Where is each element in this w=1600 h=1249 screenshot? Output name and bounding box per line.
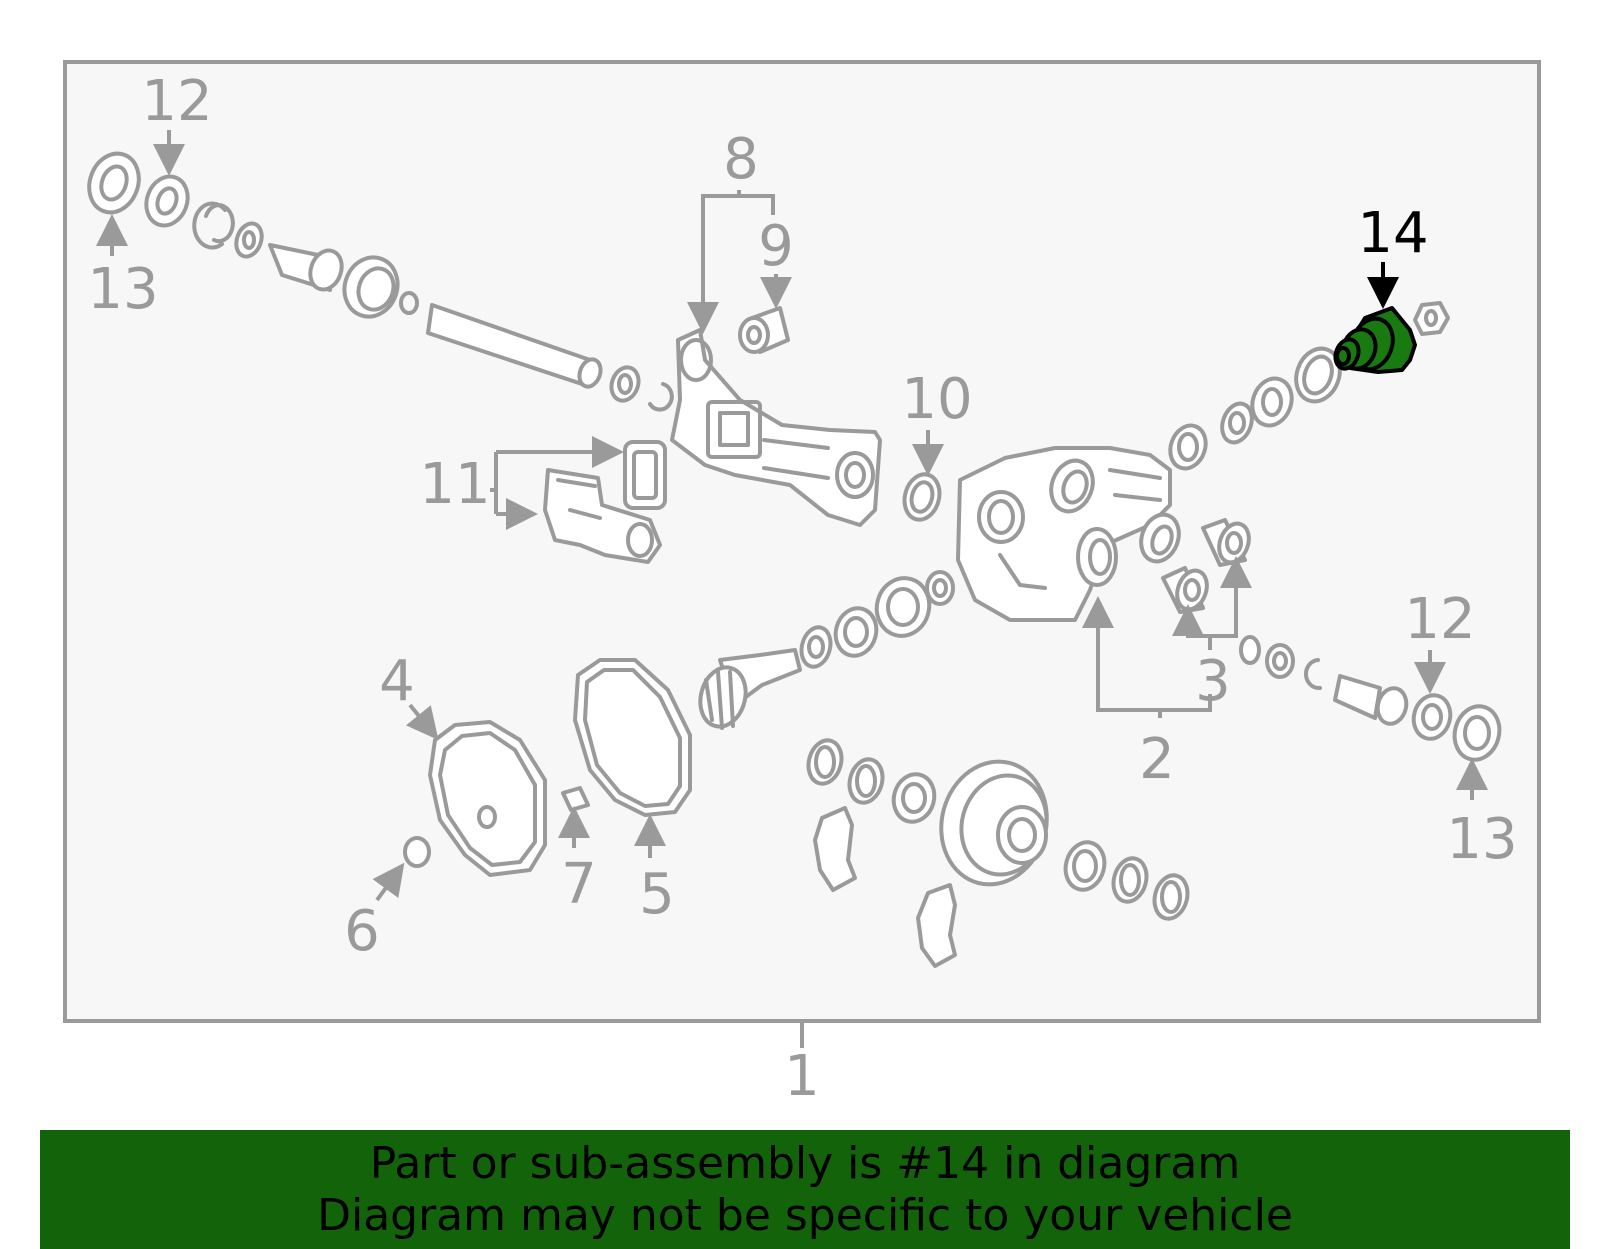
actuator	[543, 440, 667, 564]
callout-12-left: 12	[141, 69, 212, 134]
info-banner: Part or sub-assembly is #14 in diagram D…	[40, 1130, 1570, 1249]
pinion-caps	[1161, 518, 1251, 614]
callout-4: 4	[379, 649, 415, 714]
callout-1: 1	[784, 1044, 820, 1109]
diff-cover	[403, 720, 547, 877]
callout-8: 8	[723, 127, 759, 192]
callout-7: 7	[561, 852, 597, 917]
leader-lines	[96, 130, 1488, 902]
right-shaft-group	[1239, 635, 1502, 762]
bushing	[738, 306, 790, 354]
callout-9: 9	[758, 214, 794, 279]
banner-line-2: Diagram may not be specific to your vehi…	[317, 1189, 1293, 1241]
left-shaft-group	[87, 151, 674, 412]
callout-13-right: 13	[1446, 807, 1517, 872]
assembly-frame	[63, 60, 1541, 1023]
callout-12-right: 12	[1404, 587, 1475, 652]
banner-line-1: Part or sub-assembly is #14 in diagram	[369, 1137, 1241, 1189]
callout-10: 10	[901, 367, 972, 432]
callout-5: 5	[639, 862, 675, 927]
gasket	[561, 658, 692, 817]
callout-13-left: 13	[87, 257, 158, 322]
pinion-assembly	[698, 570, 955, 730]
callout-labels: 1 2 3 4 5 6 7 8 9 10 11 12 12 13 13 14	[87, 69, 1517, 1109]
callout-6: 6	[344, 899, 380, 964]
callout-2: 2	[1139, 727, 1175, 792]
callout-11: 11	[419, 452, 490, 517]
callout-3: 3	[1195, 649, 1231, 714]
right-upper-bearings	[1168, 301, 1450, 471]
ring-gear-group	[806, 738, 1190, 968]
differential-carrier	[956, 446, 1181, 622]
highlighted-part-14	[1333, 306, 1417, 374]
callout-14: 14	[1357, 201, 1428, 266]
axle-housing	[670, 328, 882, 527]
parts-diagram: 1 2 3 4 5 6 7 8 9 10 11 12 12 13 13 14	[63, 60, 1541, 1109]
